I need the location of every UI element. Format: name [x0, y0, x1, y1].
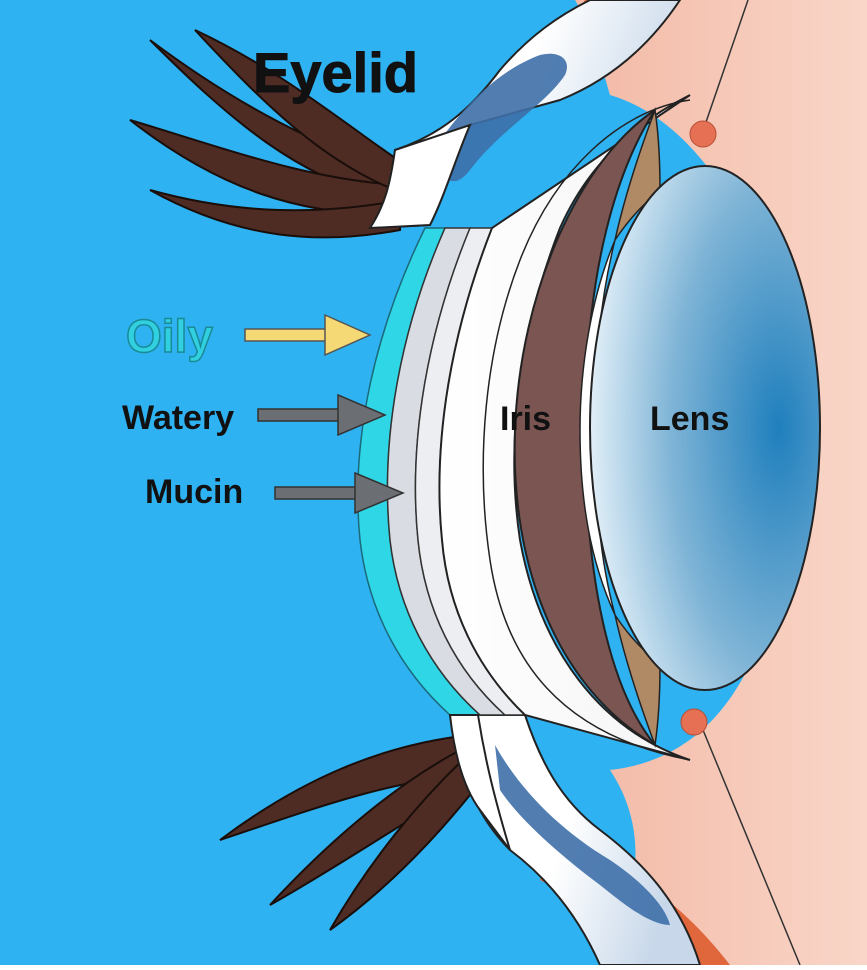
- watery-arrow: [257, 393, 387, 437]
- iris-lower-tip: [614, 614, 661, 748]
- lower-ligament-knob: [680, 708, 708, 736]
- inner-contour: [482, 99, 691, 761]
- anterior-chamber: [438, 94, 691, 761]
- upper-lid-rim: [368, 123, 472, 230]
- lower-lid-rim: [448, 714, 511, 851]
- mucin-label: Mucin: [145, 473, 243, 511]
- lower-ligament-string: [702, 729, 801, 966]
- eyelid-label: Eyelid: [253, 41, 418, 104]
- upper-eyelashes: [129, 29, 404, 239]
- lens-label: Lens: [650, 400, 729, 438]
- lens: [589, 165, 821, 691]
- mucin-arrow: [274, 471, 405, 515]
- lower-eyelid-shadow: [495, 745, 670, 925]
- lower-eyelashes: [219, 733, 476, 931]
- upper-eyelid-shadow: [439, 53, 568, 182]
- skin-tissue: [575, 0, 867, 965]
- iris-upper-tip: [614, 107, 661, 241]
- upper-ligament-knob: [689, 120, 717, 148]
- oily-label: Oily: [126, 310, 213, 362]
- watery-label: Watery: [122, 399, 234, 437]
- oily-arrow: [244, 313, 372, 357]
- upper-ligament-string: [704, 0, 749, 126]
- iris-label: Iris: [500, 400, 551, 438]
